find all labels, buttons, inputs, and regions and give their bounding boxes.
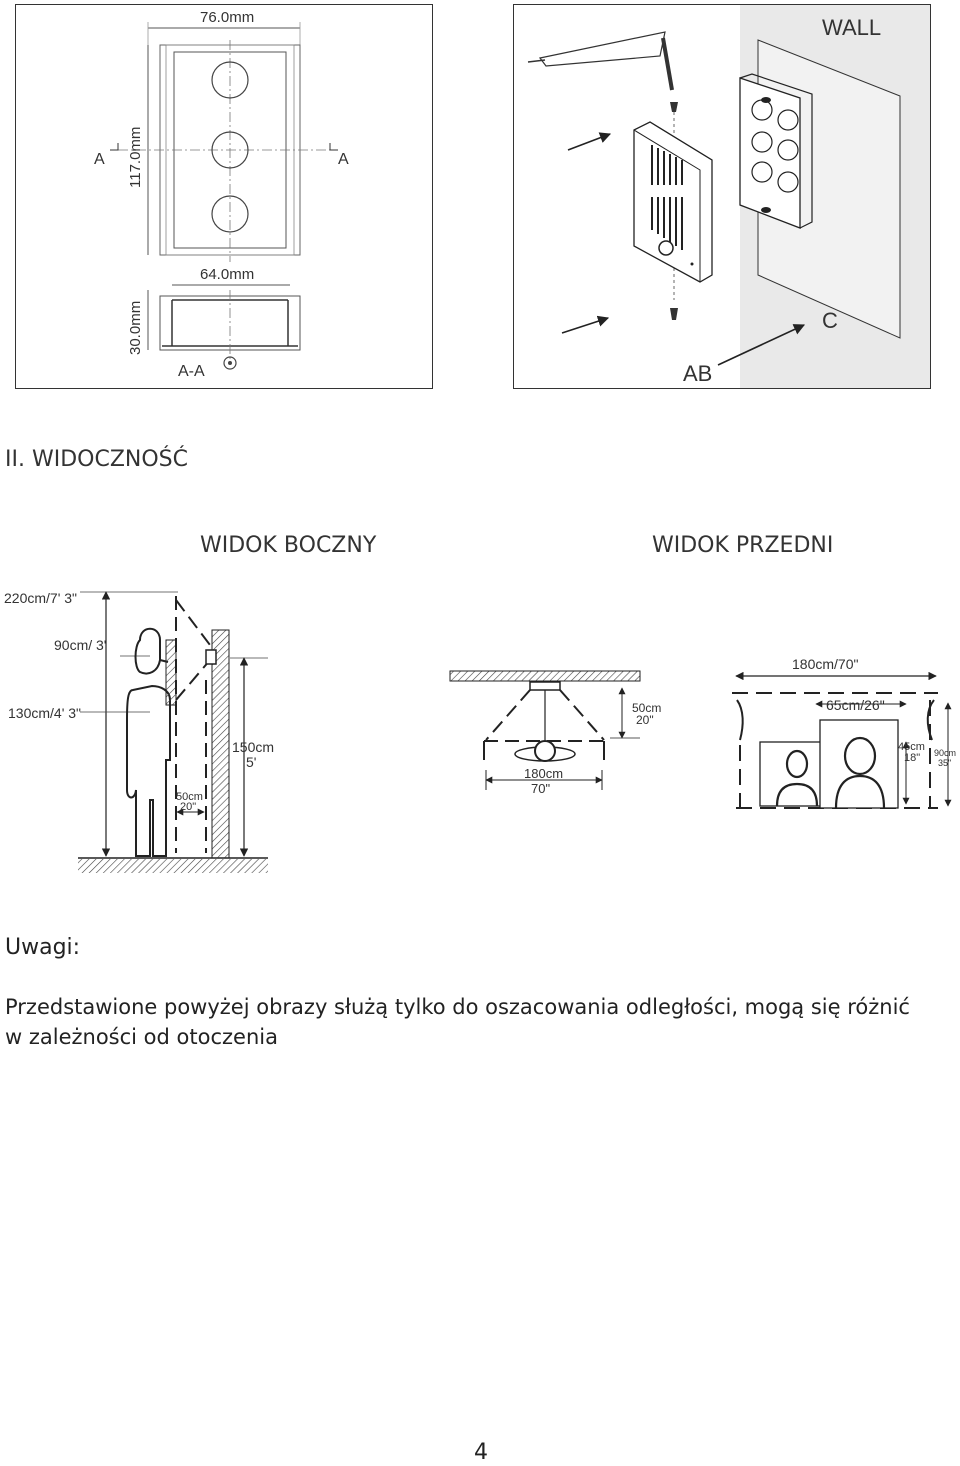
h-small-label-1: 45cm [898, 741, 925, 753]
depth-dimension-label: 30.0mm [127, 301, 144, 355]
depth-near-label-1: 50cm [176, 791, 203, 803]
installation-drawing: WALL [527, 5, 930, 388]
wall-label: WALL [822, 15, 881, 40]
h-small-label-2: 18" [904, 752, 920, 764]
h-large-label-2: 35" [938, 758, 951, 768]
page-number: 4 [474, 1440, 488, 1465]
notes-heading: Uwagi: [5, 935, 81, 960]
box-front-view: 76.0mm 117.0mm A A [94, 9, 349, 262]
height-total-label: 220cm/7' 3" [4, 590, 77, 606]
side-view-title: WIDOK BOCZNY [200, 533, 377, 558]
notes-text: Przedstawione powyżej obrazy służą tylko… [5, 992, 925, 1052]
box-section-view: 64.0mm 30.0mm A-A [127, 266, 301, 380]
plan-width-label-1: 180cm [524, 766, 563, 781]
plan-width-label-2: 70" [531, 781, 550, 796]
height-mount-label: 130cm/4' 3" [8, 705, 81, 721]
top-offset-label-1: 50cm [632, 701, 661, 715]
top-view-diagram: 180cm 70" 50cm 20" [449, 670, 661, 796]
h-large-label-1: 90cm [934, 748, 956, 758]
front-width-inner-label: 65cm/26" [826, 697, 885, 713]
inner-width-label: 64.0mm [200, 266, 254, 283]
front-width-total-label: 180cm/70" [792, 656, 858, 672]
section-title: II. WIDOCZNOŚĆ [5, 447, 188, 472]
camera-height-label-1: 150cm [232, 739, 274, 755]
section-mark-left: A [94, 151, 105, 168]
height-person-label: 90cm/ 3' [54, 637, 106, 653]
label-ab: AB [683, 361, 712, 386]
label-c: C [822, 308, 838, 333]
installation-panel [513, 4, 931, 389]
front-view-diagram: 180cm/70" 65cm/26" 45cm 18" 90cm 35" [732, 656, 956, 809]
notes-line-1: Przedstawione powyżej obrazy służą tylko… [5, 995, 910, 1019]
section-label: A-A [178, 363, 205, 380]
mounting-box-panel [15, 4, 433, 389]
height-dimension-label: 117.0mm [127, 127, 144, 188]
section-mark-right: A [338, 151, 349, 168]
front-view-title: WIDOK PRZEDNI [652, 533, 834, 558]
top-offset-label-2: 20" [636, 713, 654, 727]
side-view-diagram: 220cm/7' 3" 90cm/ 3' 130cm/4' 3" 50cm 20… [4, 590, 274, 873]
width-dimension-label: 76.0mm [200, 9, 254, 26]
notes-line-2: w zależności od otoczenia [5, 1025, 278, 1049]
camera-height-label-2: 5' [246, 754, 256, 770]
depth-near-label-2: 20" [180, 801, 196, 813]
